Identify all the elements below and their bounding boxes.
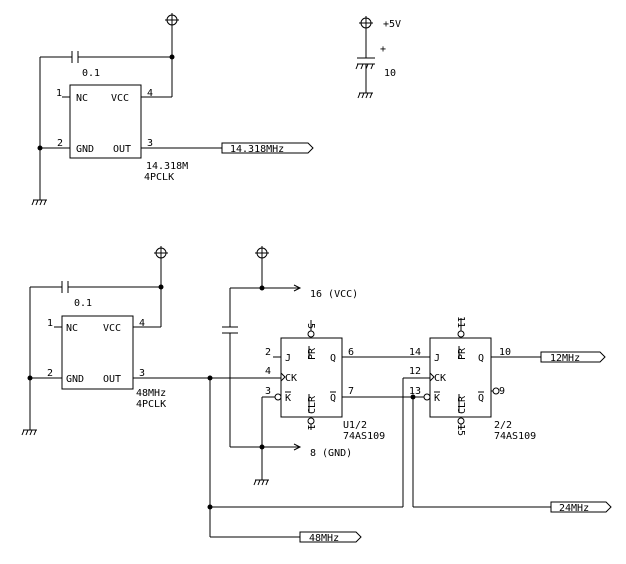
pin-number: 4 — [139, 318, 145, 329]
flip-flop-supply: 16 (VCC) 8 (GND) — [222, 246, 358, 486]
pin-number: 3 — [139, 368, 145, 379]
clock-label: CK — [285, 373, 297, 384]
ground-symbol-icon — [253, 479, 269, 486]
pin-label-gnd: GND — [66, 374, 84, 385]
supply-capacitor: +5V + 10 — [355, 16, 401, 99]
pin-label-nc: NC — [66, 323, 78, 334]
input-label-j: J — [285, 353, 291, 364]
pin-number: 14 — [409, 347, 421, 358]
pin-number: 1 — [305, 424, 316, 430]
signal-flag — [550, 501, 612, 513]
pin-number: 12 — [409, 366, 421, 377]
preset-label: PR — [307, 347, 318, 360]
oscillator-chip — [69, 84, 142, 159]
flip-flop-body — [280, 337, 343, 418]
pin-number: 4 — [147, 88, 153, 99]
signal-flag — [221, 142, 314, 154]
oscillator-chip — [61, 315, 134, 390]
input-label-k: K — [285, 393, 291, 404]
ground-symbol-icon — [357, 92, 373, 99]
pin-number: 3 — [265, 386, 271, 397]
capacitor-label: 0.1 — [82, 68, 100, 79]
output-label-14mhz: 14.318MHz — [230, 144, 284, 155]
pin-number: 3 — [147, 138, 153, 149]
power-symbol-icon — [165, 13, 179, 27]
pin-number: 10 — [499, 347, 511, 358]
ic-reference: U1/2 — [343, 420, 367, 431]
ic-reference: 2/2 — [494, 420, 512, 431]
capacitor-label: 0.1 — [74, 298, 92, 309]
pin-label-vcc: VCC — [111, 93, 129, 104]
pin-number: 7 — [348, 386, 354, 397]
signal-flag — [299, 531, 362, 543]
flip-flop-1: 5 PR 1 CLR 2 J 4 CK 3 K Q Q 6 7 U1/2 74A… — [261, 320, 385, 447]
pin-number: 6 — [348, 347, 354, 358]
oscillator-14mhz: 0.1 1 NC VCC 4 2 GND OUT 3 14.318M 4PCLK… — [31, 13, 314, 206]
pin-number: 9 — [499, 386, 505, 397]
clear-label: CLR — [457, 395, 468, 414]
pin-label-out: OUT — [113, 144, 131, 155]
pin-number: 5 — [305, 323, 316, 329]
power-symbol-icon — [255, 246, 269, 260]
pin-number: 11 — [455, 316, 466, 328]
oscillator-frequency: 14.318M — [146, 161, 188, 172]
pin-number: 2 — [57, 138, 63, 149]
oscillator-type: 4PCLK — [144, 172, 174, 183]
pin-number: 13 — [409, 386, 421, 397]
oscillator-48mhz: 0.1 1 NC VCC 4 2 GND OUT 3 48MHz 4PCLK — [21, 246, 168, 436]
pin-label-out: OUT — [103, 374, 121, 385]
pin-number: 15 — [455, 424, 466, 436]
oscillator-type: 4PCLK — [136, 399, 166, 410]
input-label-k: K — [434, 393, 440, 404]
ic-part-number: 74AS109 — [494, 431, 536, 442]
ground-symbol-icon — [31, 199, 47, 206]
preset-label: PR — [457, 347, 468, 360]
signal-nets — [133, 356, 551, 538]
output-label-48mhz: 48MHz — [309, 533, 339, 544]
output-label-q: Q — [478, 353, 484, 364]
output-label-qbar: Q — [330, 393, 336, 404]
flip-flop-2: 11 PR 15 CLR J CK K Q Q 14 12 13 10 9 2/… — [409, 316, 536, 442]
supply-voltage-label: +5V — [383, 19, 401, 30]
pin-label-gnd: GND — [76, 144, 94, 155]
signal-flag — [540, 351, 606, 363]
flip-flop-body — [429, 337, 492, 418]
power-symbol-icon — [154, 246, 168, 260]
pin-number: 4 — [265, 366, 271, 377]
pin-label-vcc: VCC — [103, 323, 121, 334]
vcc-pin-label: 16 (VCC) — [310, 289, 358, 300]
ic-part-number: 74AS109 — [343, 431, 385, 442]
input-label-j: J — [434, 353, 440, 364]
output-label-qbar: Q — [478, 393, 484, 404]
output-flags: 12MHz 24MHz 48MHz — [299, 351, 612, 544]
clock-label: CK — [434, 373, 446, 384]
pin-number: 1 — [56, 88, 62, 99]
output-label-q: Q — [330, 353, 336, 364]
polarity-mark: + — [380, 44, 386, 55]
ground-symbol-icon — [21, 429, 37, 436]
pin-label-nc: NC — [76, 93, 88, 104]
pin-number: 1 — [47, 318, 53, 329]
power-symbol-icon — [359, 16, 373, 30]
pin-number: 2 — [265, 347, 271, 358]
clear-label: CLR — [307, 395, 318, 414]
capacitor-value: 10 — [384, 68, 396, 79]
gnd-pin-label: 8 (GND) — [310, 448, 352, 459]
oscillator-frequency: 48MHz — [136, 388, 166, 399]
output-label-24mhz: 24MHz — [559, 503, 589, 514]
pin-number: 2 — [47, 368, 53, 379]
output-label-12mhz: 12MHz — [550, 353, 580, 364]
